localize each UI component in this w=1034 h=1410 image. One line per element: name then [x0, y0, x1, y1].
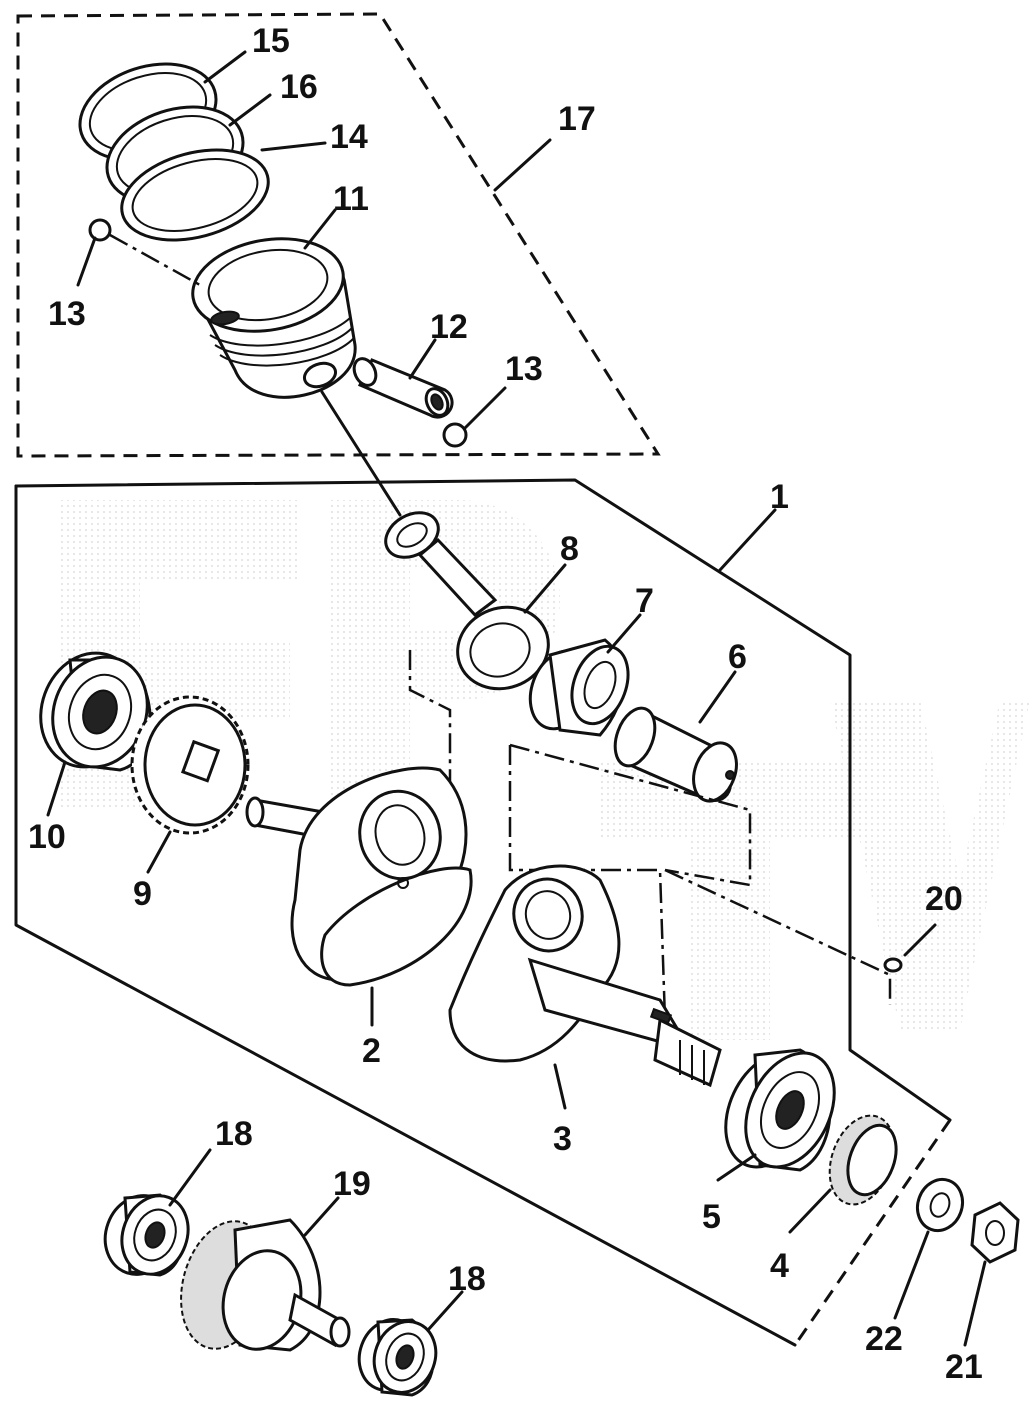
- cam-sprocket-4: [828, 1114, 898, 1206]
- label-9: 9: [133, 875, 152, 913]
- nut-21: [970, 1201, 1020, 1264]
- washer-22: [915, 1177, 965, 1233]
- alignment-line-d: [664, 868, 892, 1005]
- alignment-line-c: [509, 743, 752, 887]
- dowel-pin-20: [883, 957, 903, 973]
- label-17: 17: [558, 100, 596, 138]
- label-5: 5: [702, 1198, 721, 1236]
- label-3: 3: [553, 1120, 572, 1158]
- label-18-upper: 18: [215, 1115, 253, 1153]
- label-13-right: 13: [505, 350, 543, 388]
- part-labels: 15 16 14 11 13 17 12 13 1 8 7 6 10 9 2 2…: [28, 22, 983, 1386]
- label-2: 2: [362, 1032, 381, 1070]
- label-6: 6: [728, 638, 747, 676]
- balancer-shaft-19: [180, 1218, 351, 1352]
- piston: [191, 237, 357, 399]
- crankshaft-assembly-outline: [14, 478, 952, 1122]
- label-13-left: 13: [48, 295, 86, 333]
- crankshaft-left-half: [245, 766, 473, 987]
- label-16: 16: [280, 68, 318, 106]
- label-8: 8: [560, 530, 579, 568]
- ball-bearing-18-lower: [357, 1318, 438, 1397]
- label-11: 11: [333, 180, 369, 218]
- label-1: 1: [770, 478, 789, 516]
- label-15: 15: [252, 22, 290, 60]
- piston-conrod-guide: [320, 390, 402, 517]
- label-14: 14: [330, 118, 368, 156]
- circlip-13-right: [442, 422, 468, 448]
- piston-pin: [352, 357, 454, 419]
- ball-bearing-18-upper: [103, 1193, 190, 1277]
- needle-bearing: [528, 638, 630, 737]
- label-22: 22: [865, 1320, 903, 1358]
- connecting-rod: [384, 511, 550, 691]
- label-19: 19: [333, 1165, 371, 1203]
- label-18-lower: 18: [448, 1260, 486, 1298]
- leader-lines: [46, 50, 987, 1347]
- label-10: 10: [28, 818, 66, 856]
- label-4: 4: [770, 1247, 789, 1285]
- label-21: 21: [945, 1348, 983, 1386]
- piston-ring-14: [120, 148, 270, 242]
- crankshaft-right-half: [448, 864, 722, 1088]
- crankshaft-assembly-outline-lower: [14, 484, 797, 1347]
- circlip-left-guide: [109, 233, 201, 287]
- label-20: 20: [925, 880, 963, 918]
- circlip-13-left: [88, 218, 112, 242]
- ball-bearing-5: [724, 1048, 836, 1172]
- label-12: 12: [430, 308, 468, 346]
- piston-kit-dashed-outline: [16, 12, 661, 458]
- timing-gear-9: [130, 695, 250, 835]
- label-7: 7: [635, 582, 654, 620]
